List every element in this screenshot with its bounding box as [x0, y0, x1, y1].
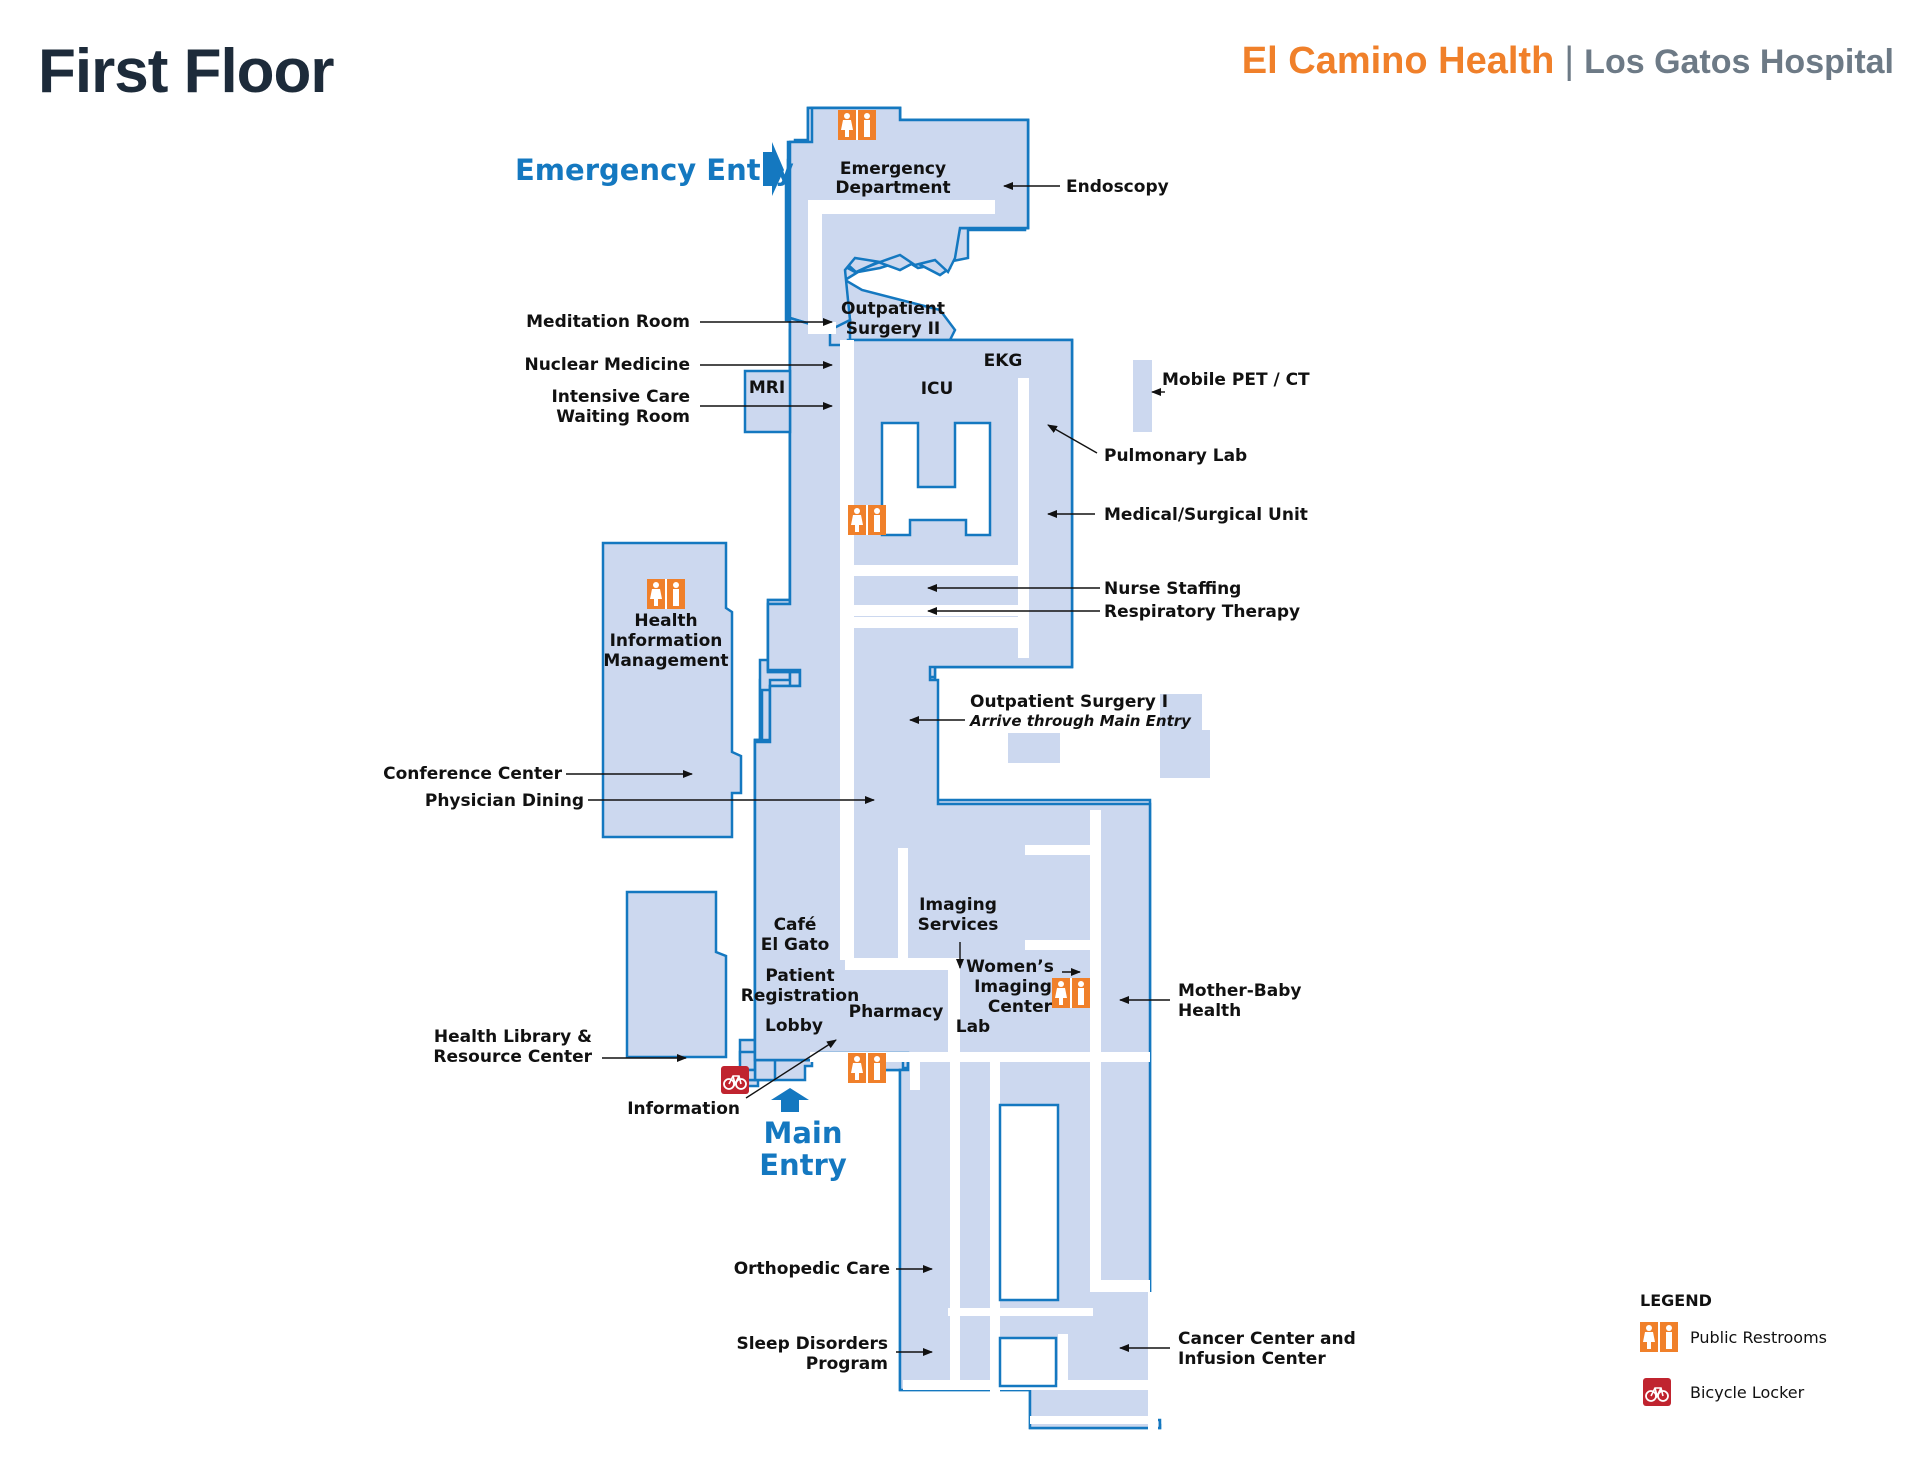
- restroom-icon: [1640, 1322, 1678, 1352]
- legend: LEGEND Public Restrooms Bicycle Locker: [1640, 1291, 1827, 1407]
- room-label: Imaging: [919, 895, 997, 915]
- callout-orthopedic-care: Orthopedic Care: [734, 1259, 890, 1279]
- callout-outpatient-surgery-i: Outpatient Surgery I: [970, 692, 1168, 712]
- callout-endoscopy: Endoscopy: [1066, 177, 1169, 197]
- callout-mobile-pet-ct: Mobile PET / CT: [1162, 370, 1310, 390]
- room-label: Emergency: [840, 159, 946, 179]
- brand-secondary: Los Gatos Hospital: [1584, 43, 1894, 81]
- room-label: EKG: [984, 351, 1023, 371]
- callout-physician-dining: Physician Dining: [425, 791, 584, 811]
- callout-outpatient-surgery-i-note: Arrive through Main Entry: [969, 712, 1192, 730]
- legend-bicycle: Bicycle Locker: [1690, 1383, 1805, 1402]
- room-label: Center: [988, 997, 1053, 1017]
- room-label: Patient: [765, 966, 834, 986]
- callout-information: Information: [627, 1099, 740, 1119]
- room-label: Information: [610, 631, 723, 651]
- room-label: Women’s: [966, 957, 1054, 977]
- page-title: First Floor: [38, 37, 335, 106]
- callout-respiratory-therapy: Respiratory Therapy: [1104, 602, 1300, 622]
- emergency-entry-arrow-icon: [763, 142, 784, 196]
- room-label: MRI: [749, 378, 785, 398]
- room-label: Pharmacy: [849, 1002, 944, 1022]
- emergency-entry-label: Emergency Entry: [515, 153, 794, 187]
- room-label: ICU: [921, 379, 954, 399]
- legend-restrooms: Public Restrooms: [1690, 1328, 1827, 1347]
- room-label: Registration: [741, 986, 859, 1006]
- room-label: Surgery II: [846, 319, 940, 339]
- room-label: Café: [774, 915, 817, 935]
- callout-icu-waiting-1: Intensive Care: [551, 387, 690, 407]
- callout-icu-waiting-2: Waiting Room: [556, 407, 690, 427]
- callout-sleep-disorders-1: Sleep Disorders: [736, 1334, 888, 1354]
- room-label: Imaging: [974, 977, 1052, 997]
- callout-cancer-center-1: Cancer Center and: [1178, 1329, 1356, 1349]
- restroom-icon: [1052, 978, 1090, 1008]
- room-label: Lab: [956, 1017, 990, 1037]
- room-label: Services: [918, 915, 999, 935]
- room-label: Management: [603, 651, 728, 671]
- room-label: Health: [634, 611, 697, 631]
- callout-meditation-room: Meditation Room: [526, 312, 690, 332]
- callout-health-library-2: Resource Center: [433, 1047, 592, 1067]
- main-entry-label-2: Entry: [759, 1148, 847, 1182]
- restroom-icon: [848, 505, 886, 535]
- callout-cancer-center-2: Infusion Center: [1178, 1349, 1326, 1369]
- callout-sleep-disorders-2: Program: [806, 1354, 888, 1374]
- room-label: El Gato: [761, 935, 830, 955]
- callouts: Endoscopy Meditation Room Nuclear Medici…: [383, 177, 1356, 1374]
- room-label: Department: [835, 178, 950, 198]
- legend-title: LEGEND: [1640, 1291, 1712, 1310]
- callout-nurse-staffing: Nurse Staffing: [1104, 579, 1241, 599]
- brand-header: El Camino Health|Los Gatos Hospital: [1242, 40, 1894, 83]
- bicycle-icon: [720, 1065, 750, 1095]
- callout-mother-baby-2: Health: [1178, 1001, 1241, 1021]
- restroom-icon: [848, 1053, 886, 1083]
- callout-medical-surgical: Medical/Surgical Unit: [1104, 505, 1308, 525]
- brand-separator: |: [1564, 40, 1575, 82]
- callout-nuclear-medicine: Nuclear Medicine: [524, 355, 690, 375]
- main-entry-arrow-icon: [771, 1088, 809, 1112]
- callout-pulmonary-lab: Pulmonary Lab: [1104, 446, 1247, 466]
- room-label: Outpatient: [841, 299, 945, 319]
- callout-conference-center: Conference Center: [383, 764, 562, 784]
- restroom-icon: [647, 579, 685, 609]
- bicycle-icon: [1642, 1377, 1672, 1407]
- callout-health-library-1: Health Library &: [434, 1027, 592, 1047]
- callout-mother-baby-1: Mother-Baby: [1178, 981, 1301, 1001]
- main-entry-label-1: Main: [763, 1116, 842, 1150]
- restroom-icon: [838, 110, 876, 140]
- room-label: Lobby: [765, 1016, 823, 1036]
- brand-primary: El Camino Health: [1241, 40, 1555, 82]
